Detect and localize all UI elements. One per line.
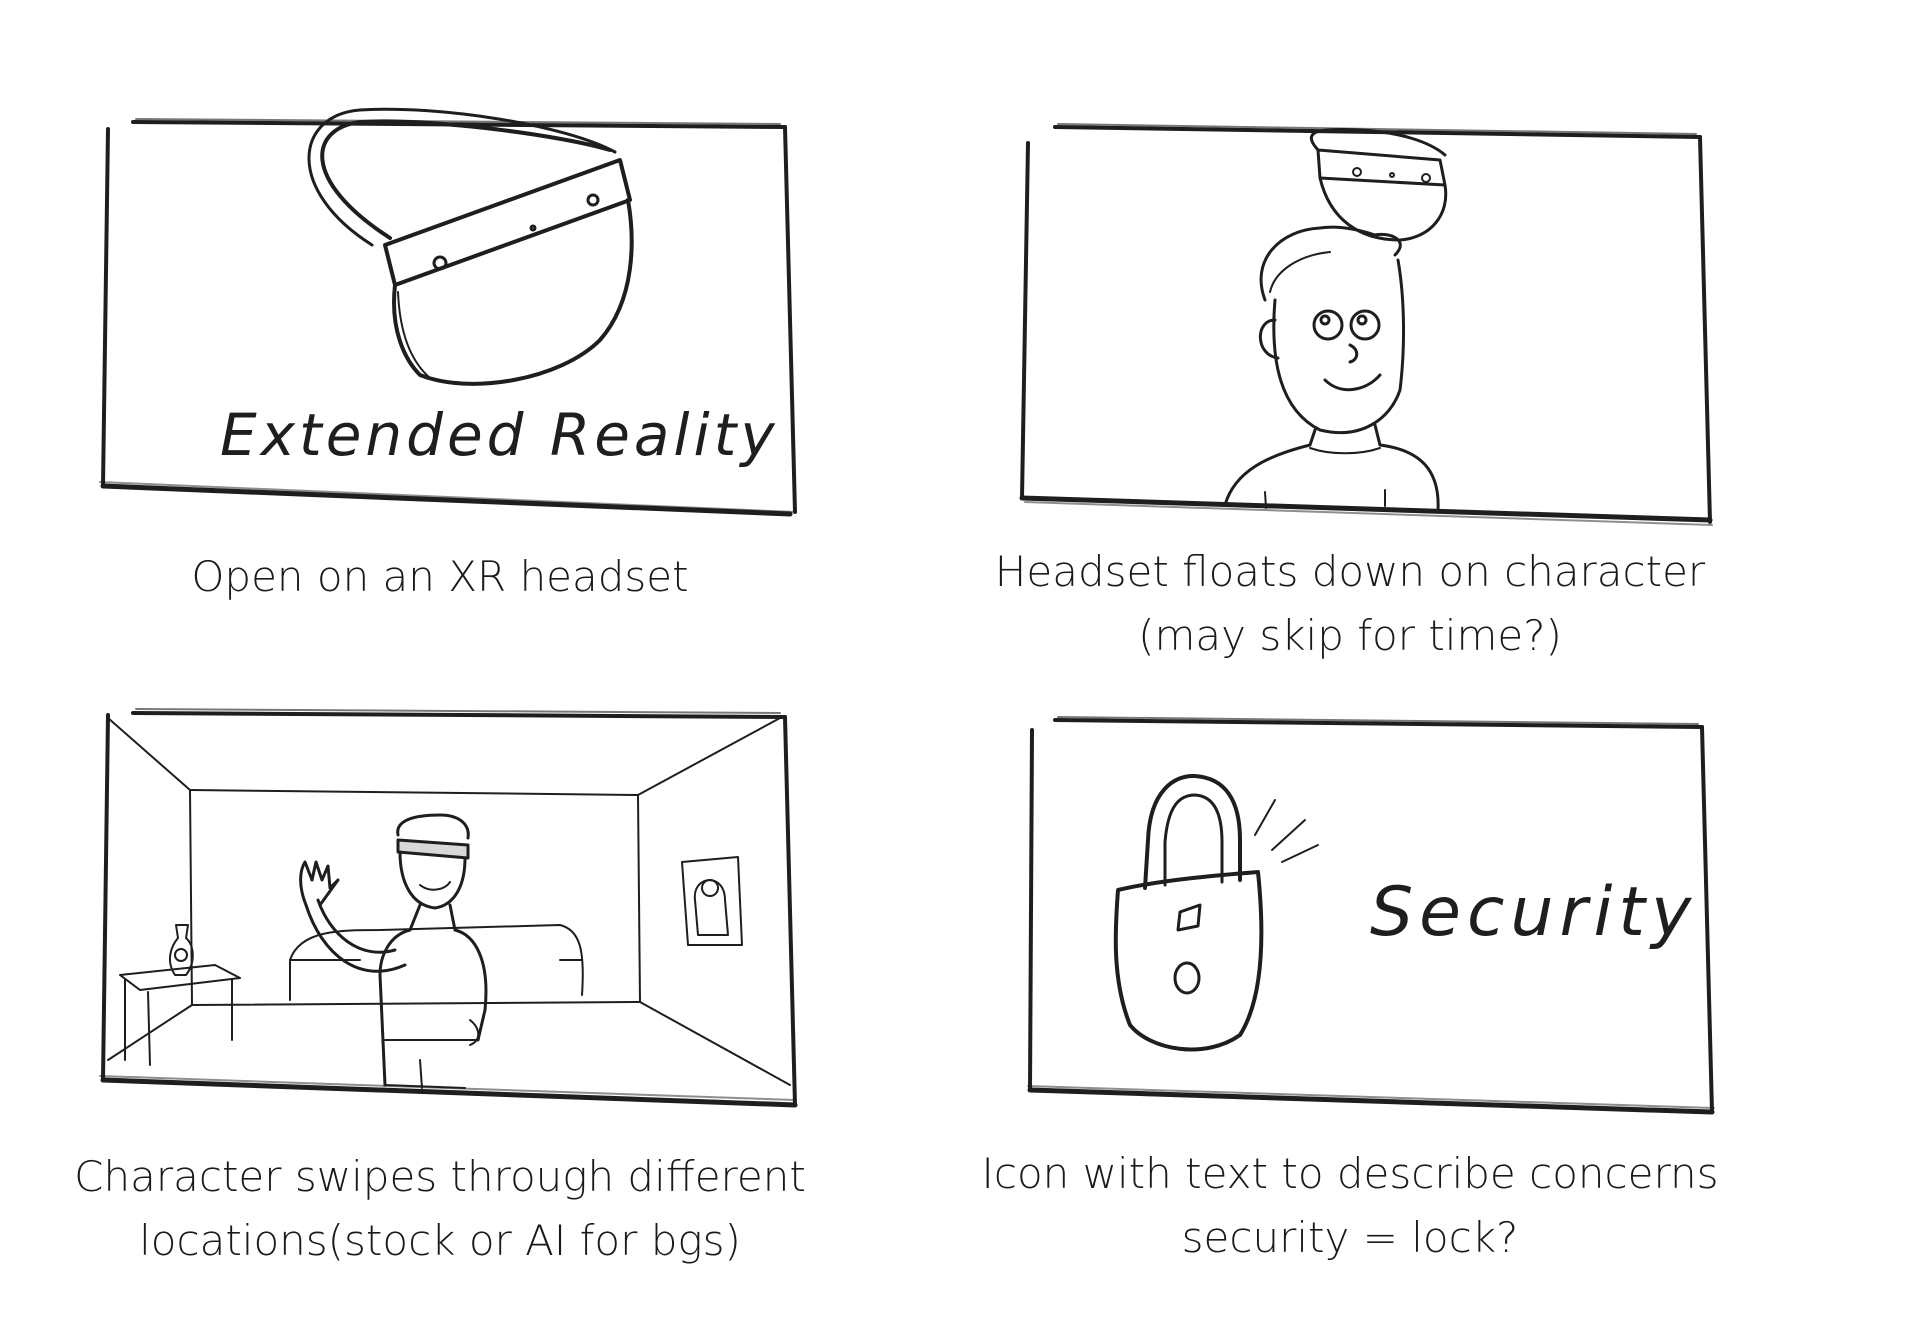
panel-2-caption-line: Headset floats down on character bbox=[994, 547, 1706, 596]
panel-2-caption-line: (may skip for time?) bbox=[1138, 611, 1562, 660]
panel-3-frame bbox=[99, 708, 798, 1108]
floating-headset-sketch bbox=[1310, 127, 1448, 242]
title-security: Security bbox=[1370, 873, 1697, 952]
svg-text:Extended Reality: Extended Reality bbox=[220, 401, 779, 469]
room-sketch bbox=[107, 717, 791, 1086]
panel-3-caption-line: locations(stock or AI for bgs) bbox=[139, 1216, 741, 1265]
panel-1-caption: Open on an XR headset bbox=[100, 545, 780, 609]
panel-3-caption: Character swipes through different locat… bbox=[40, 1145, 840, 1273]
panel-4-caption: Icon with text to describe concerns secu… bbox=[960, 1142, 1740, 1270]
headset-sketch bbox=[307, 107, 634, 386]
panel-4-caption-line: security = lock? bbox=[1181, 1213, 1519, 1262]
character-head-sketch bbox=[1223, 225, 1440, 512]
svg-text:Security: Security bbox=[1370, 873, 1697, 952]
padlock-sketch bbox=[1113, 773, 1319, 1052]
panel-2-frame bbox=[1019, 123, 1713, 526]
title-extended-reality: Extended Reality bbox=[220, 401, 779, 469]
waving-character-sketch bbox=[299, 813, 488, 1089]
panel-4-frame bbox=[1027, 716, 1715, 1115]
panel-3-caption-line: Character swipes through different bbox=[74, 1152, 806, 1201]
panel-1-frame bbox=[99, 118, 797, 517]
panel-2-caption: Headset floats down on character (may sk… bbox=[960, 540, 1740, 668]
panel-1-caption-line: Open on an XR headset bbox=[191, 552, 689, 601]
panel-4-caption-line: Icon with text to describe concerns bbox=[981, 1149, 1719, 1198]
